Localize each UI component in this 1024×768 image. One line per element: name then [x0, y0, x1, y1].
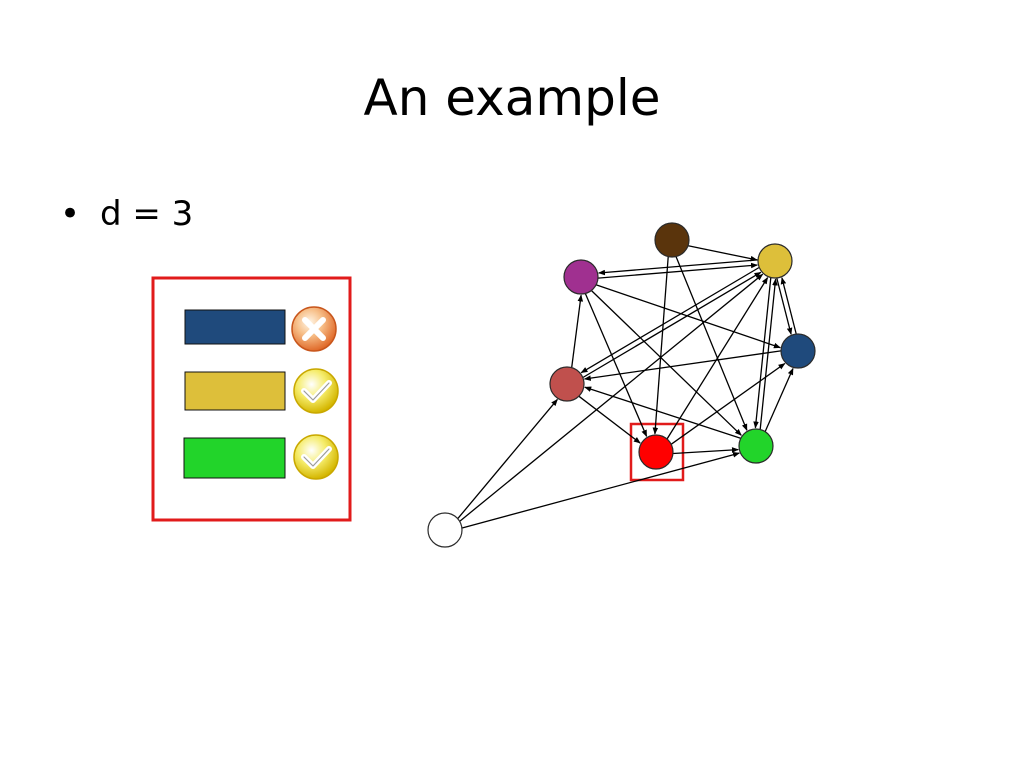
node-white	[427, 512, 463, 548]
highlight-frame	[629, 422, 685, 482]
bullet-item: • d = 3	[60, 192, 193, 236]
edge-purple-to-red	[584, 293, 648, 438]
edge-navy-to-gold	[780, 277, 797, 335]
legend-swatch-navy	[184, 309, 286, 345]
edge-white-to-green	[461, 452, 740, 529]
edge-white-to-rose	[457, 398, 558, 520]
node-brown	[654, 222, 690, 258]
edge-brown-to-green	[675, 256, 748, 431]
edge-rose-to-gold	[582, 271, 762, 379]
bullet-text: d = 3	[100, 194, 194, 234]
legend-frame	[151, 276, 352, 522]
node-navy	[780, 333, 816, 369]
edge-red-to-gold	[666, 277, 769, 440]
legend-swatch-gold	[184, 371, 286, 411]
edge-gold-to-green	[753, 277, 772, 429]
edge-rose-to-red	[578, 395, 641, 444]
edges-layer	[457, 245, 797, 529]
legend-group	[151, 276, 352, 522]
edge-green-to-gold	[759, 278, 778, 430]
edge-brown-to-red	[652, 256, 669, 435]
edge-purple-to-navy	[596, 284, 781, 349]
edge-white-to-gold	[459, 273, 764, 522]
edge-purple-to-gold	[598, 262, 758, 279]
bullet-dot: •	[60, 194, 81, 234]
check-icon	[293, 368, 339, 414]
edge-green-to-rose	[584, 386, 741, 439]
edge-green-to-navy	[764, 367, 794, 432]
node-purple	[563, 259, 599, 295]
edge-gold-to-navy	[776, 277, 793, 335]
edge-navy-to-rose	[583, 350, 781, 381]
node-green	[738, 428, 774, 464]
edge-brown-to-gold	[688, 245, 758, 262]
legend-swatch-green	[183, 437, 286, 479]
node-gold	[757, 243, 793, 279]
cross-icon	[291, 306, 337, 352]
check-icon	[293, 434, 339, 480]
edge-gold-to-rose	[580, 266, 760, 374]
edge-purple-to-green	[591, 290, 742, 436]
node-red	[638, 434, 674, 470]
edge-rose-to-purple	[571, 294, 584, 368]
nodes-layer	[427, 222, 816, 548]
edge-gold-to-purple	[598, 259, 758, 276]
node-rose	[549, 366, 585, 402]
edge-red-to-green	[673, 447, 739, 455]
slide-title: An example	[363, 69, 661, 127]
edge-red-to-navy	[670, 362, 786, 445]
